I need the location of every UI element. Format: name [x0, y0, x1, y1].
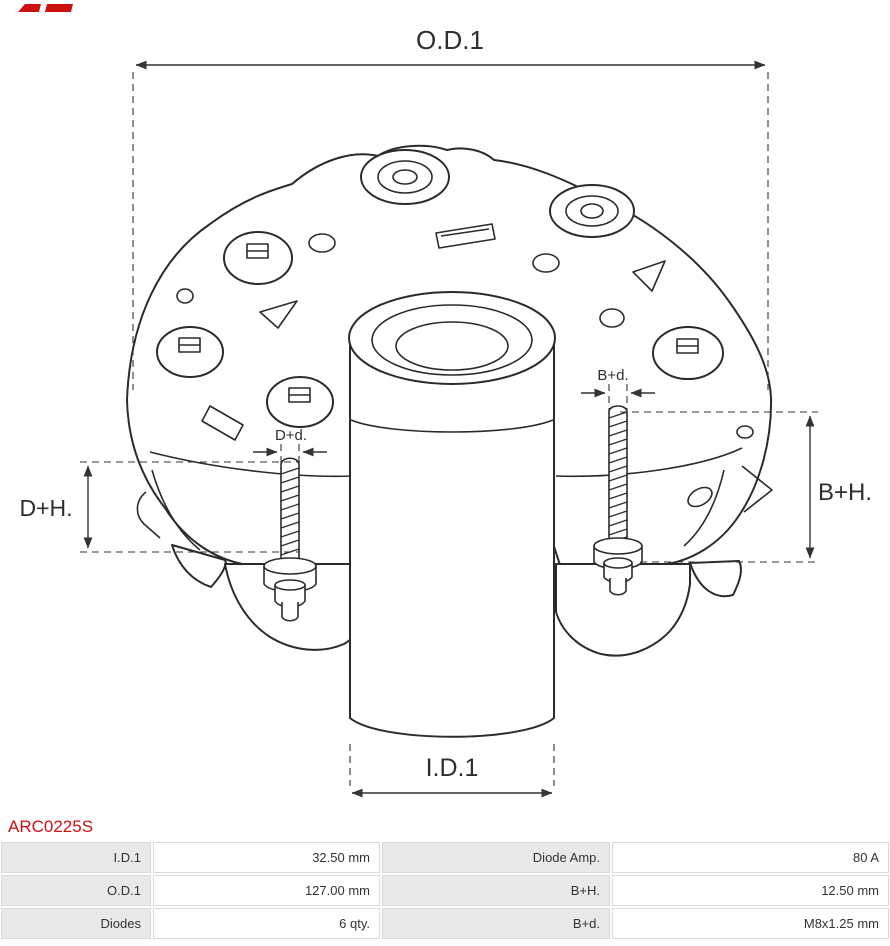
diode-mounts [156, 231, 724, 428]
spec-value: 32.50 mm [153, 842, 380, 873]
technical-drawing: O.D.1 I.D.1 D+H. B+H. D+d. [19, 25, 872, 798]
dim-label-od1: O.D.1 [416, 25, 484, 55]
center-boss-cylinder [348, 291, 556, 738]
dim-label-dd: D+d. [275, 427, 307, 444]
spec-value: 6 qty. [153, 908, 380, 939]
top-bosses [360, 149, 635, 238]
part-number-link[interactable]: ARC0225S [8, 817, 94, 836]
left-stud [263, 457, 317, 622]
rectifier-drawing-svg: O.D.1 I.D.1 D+H. B+H. D+d. [19, 25, 872, 798]
dim-label-id1: I.D.1 [426, 754, 479, 782]
spec-value: 127.00 mm [153, 875, 380, 906]
dim-label-bh: B+H. [818, 479, 872, 506]
dim-label-dh: D+H. [19, 495, 72, 521]
spec-label: B+H. [382, 875, 610, 906]
spec-label: I.D.1 [1, 842, 151, 873]
dimension-od1: O.D.1 [132, 25, 769, 390]
misc-details [176, 223, 754, 508]
spec-value: 12.50 mm [612, 875, 889, 906]
spec-value: M8x1.25 mm [612, 908, 889, 939]
spec-value: 80 A [612, 842, 889, 873]
spec-label: Diodes [1, 908, 151, 939]
spec-label: B+d. [382, 908, 610, 939]
spec-label: O.D.1 [1, 875, 151, 906]
dimension-bd: B+d. [581, 367, 655, 412]
right-skirt [555, 560, 742, 657]
as-pl-logo-fragment [16, 0, 86, 12]
as-pl-logo-fragment-shape [18, 4, 73, 12]
dimension-dd: D+d. [253, 427, 327, 474]
dim-label-bd: B+d. [597, 367, 628, 384]
dimension-id1: I.D.1 [349, 744, 555, 798]
spec-table: I.D.1 32.50 mm Diode Amp. 80 A O.D.1 127… [1, 842, 889, 939]
dimension-bh: B+H. [620, 411, 872, 563]
spec-label: Diode Amp. [382, 842, 610, 873]
dimension-dh: D+H. [19, 461, 300, 553]
